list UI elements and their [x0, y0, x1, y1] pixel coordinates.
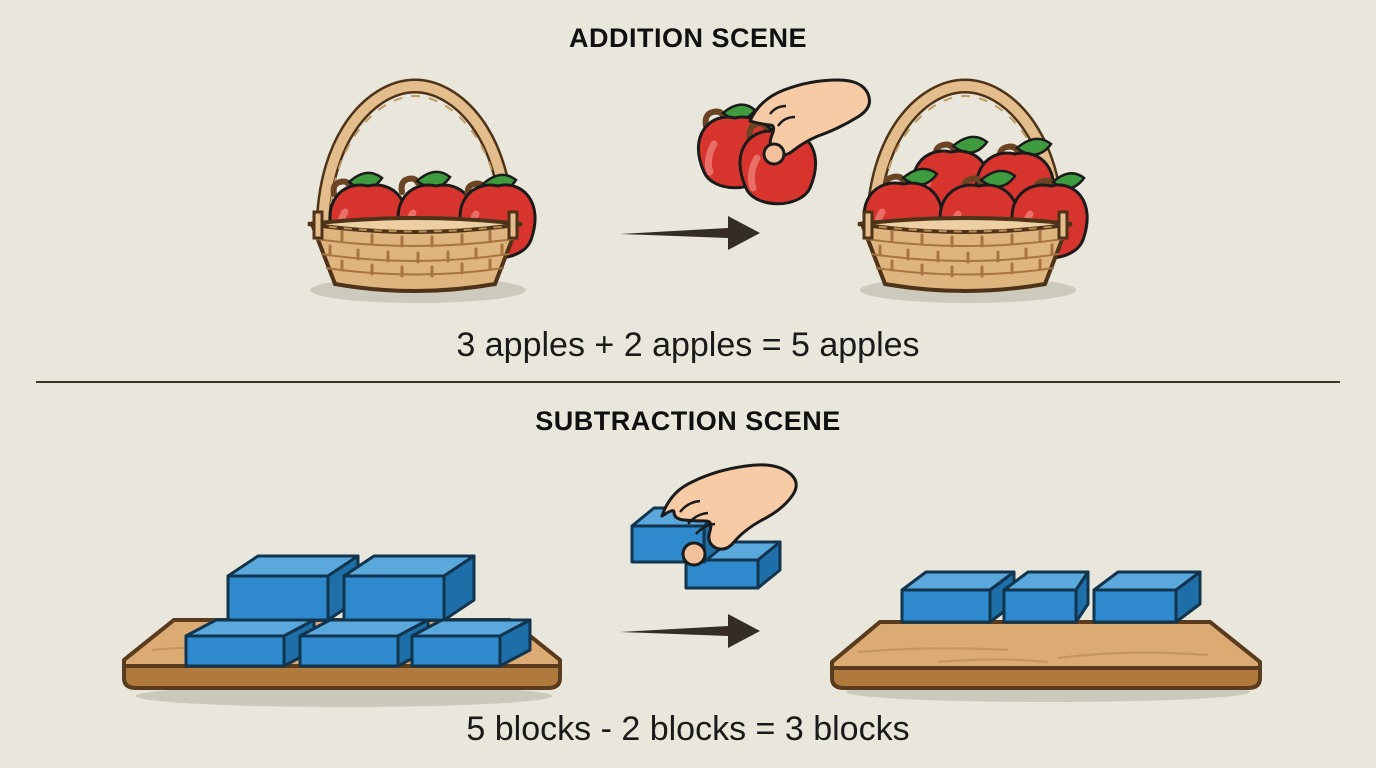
addition-hand-with-apples	[684, 76, 874, 206]
block	[298, 618, 430, 668]
block	[1092, 570, 1202, 624]
block	[1002, 570, 1090, 624]
addition-arrow-icon	[618, 212, 763, 254]
addition-equation-text: 3 apples + 2 apples = 5 apples	[456, 326, 920, 364]
addition-scene: ADDITION SCENE	[290, 23, 1090, 364]
block	[226, 554, 360, 622]
subtraction-arrow-icon	[618, 610, 763, 652]
subtraction-result-board	[822, 564, 1272, 704]
subtraction-scene: SUBTRACTION SCENE	[0, 384, 1376, 768]
block	[342, 554, 476, 622]
section-divider	[36, 381, 1340, 383]
subtraction-scene-title: SUBTRACTION SCENE	[535, 406, 841, 436]
addition-result-basket	[840, 72, 1090, 304]
block	[184, 618, 316, 668]
subtraction-start-board	[112, 532, 572, 712]
subtraction-hand-with-blocks	[618, 454, 808, 594]
addition-scene-title: ADDITION SCENE	[568, 23, 808, 53]
addition-start-basket	[290, 72, 540, 304]
block	[900, 570, 1016, 624]
block	[410, 618, 532, 668]
subtraction-equation-text: 5 blocks - 2 blocks = 3 blocks	[466, 710, 910, 748]
